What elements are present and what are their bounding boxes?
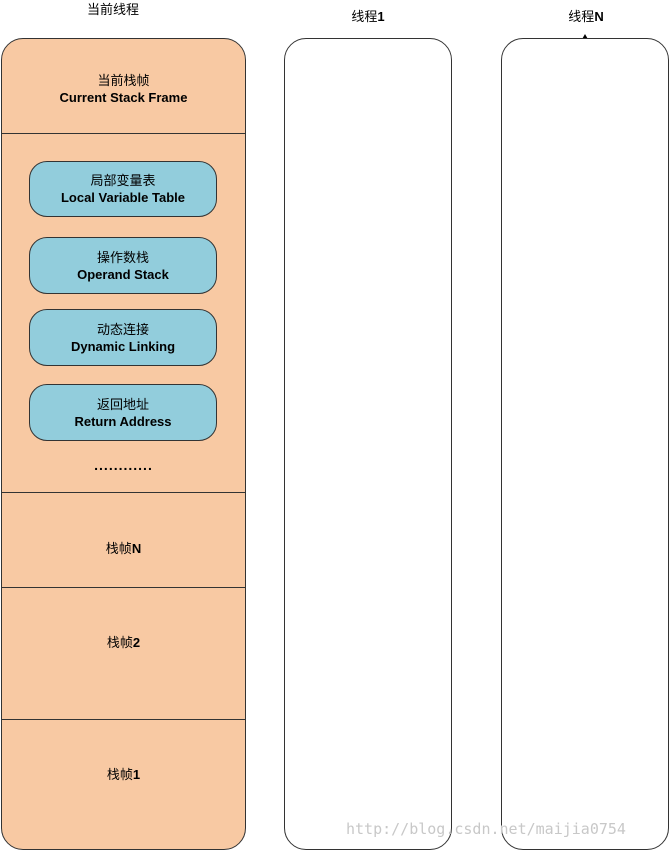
stack-frame-1-number: 1 <box>132 767 141 782</box>
operand-stack-en: Operand Stack <box>77 266 169 282</box>
local-variable-table-zh: 局部变量表 <box>90 173 156 188</box>
current-stack-frame-zh: 当前栈帧 <box>97 73 150 88</box>
dynamic-linking: 动态连接 Dynamic Linking <box>29 309 217 366</box>
local-variable-table-en: Local Variable Table <box>60 190 186 205</box>
more-ellipsis: ............ <box>94 457 153 473</box>
local-variable-table: 局部变量表 Local Variable Table <box>29 161 217 217</box>
return-address-en: Return Address <box>74 413 172 429</box>
frame-contents: 局部变量表 Local Variable Table 操作数栈 Operand … <box>2 133 245 492</box>
thread-1-label-prefix: 线程 <box>351 9 378 24</box>
current-thread-label: 当前线程 <box>86 2 139 17</box>
stack-frame-2: 栈帧2 <box>2 587 245 719</box>
current-thread-stack: 当前栈帧 Current Stack Frame 局部变量表 Local Var… <box>1 38 246 850</box>
watermark: http://blog.csdn.net/maijia0754 <box>346 820 626 838</box>
stack-frame-n-label: 栈帧N <box>2 540 245 557</box>
thread-n-label-prefix: 线程 <box>568 9 595 24</box>
stack-frame-2-prefix: 栈帧 <box>106 635 133 650</box>
current-stack-frame-en: Current Stack Frame <box>59 90 188 105</box>
stack-frame-n-number: N <box>131 541 142 556</box>
dynamic-linking-zh: 动态连接 <box>96 321 149 337</box>
thread-1-label-number: 1 <box>377 9 385 24</box>
arrow-head-icon <box>581 34 589 41</box>
dynamic-linking-en: Dynamic Linking <box>70 338 176 354</box>
current-stack-frame: 当前栈帧 Current Stack Frame <box>2 39 245 133</box>
stack-frame-1-label: 栈帧1 <box>2 766 245 783</box>
return-address: 返回地址 Return Address <box>29 384 217 441</box>
stack-frame-2-number: 2 <box>132 635 141 650</box>
operand-stack-zh: 操作数栈 <box>96 249 149 265</box>
thread-n-label: 线程N <box>538 8 634 26</box>
thread-n-stack <box>501 38 669 850</box>
stack-frame-1-prefix: 栈帧 <box>106 767 133 782</box>
thread-n-label-number: N <box>594 9 604 24</box>
thread-1-stack <box>284 38 452 850</box>
current-stack-frame-text: 当前栈帧 Current Stack Frame <box>2 72 245 106</box>
stack-frame-1: 栈帧1 <box>2 719 245 849</box>
operand-stack: 操作数栈 Operand Stack <box>29 237 217 294</box>
stack-frame-n: 栈帧N <box>2 492 245 587</box>
thread-1-label: 线程1 <box>320 8 416 26</box>
return-address-zh: 返回地址 <box>96 396 149 412</box>
stack-frame-n-prefix: 栈帧 <box>105 541 132 556</box>
stack-frame-2-label: 栈帧2 <box>2 634 245 651</box>
